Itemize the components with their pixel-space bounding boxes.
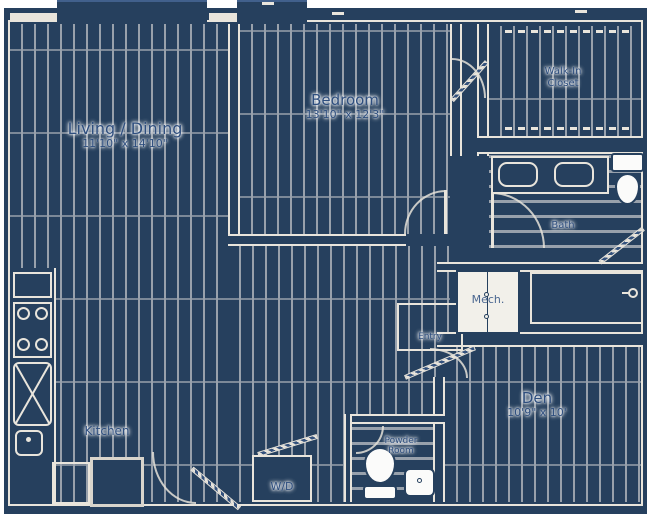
- vanity-sink-left: [498, 162, 538, 187]
- wall-wic-bath: [477, 136, 643, 154]
- wic-floor: [489, 26, 641, 136]
- entry-name: Entry: [418, 332, 442, 342]
- bedroom-floor: [240, 24, 450, 234]
- mech-room: [456, 270, 520, 334]
- shower-arm-icon: [622, 292, 629, 294]
- bath-label: Bath: [538, 220, 588, 232]
- window-bedroom: [209, 13, 237, 22]
- top-wall-block-left: [57, 0, 207, 22]
- powder-sink: [404, 468, 435, 497]
- cooktop: [13, 302, 52, 358]
- wall-bath-bottom: [437, 262, 643, 272]
- wall-living-bedroom: [228, 24, 240, 236]
- dishwasher: [13, 362, 52, 426]
- bath-toilet-tank: [611, 153, 644, 172]
- dishwasher-x-icon: [15, 364, 50, 424]
- powder-name-line1: Powder: [384, 436, 418, 446]
- wall-powder-top: [344, 414, 445, 424]
- wic-name-line2: Closet: [547, 77, 579, 89]
- wall-den-top: [437, 332, 643, 347]
- wall-den-left-lower: [433, 414, 445, 502]
- den-dims: 10'9" x 10': [507, 406, 567, 420]
- burner-3: [17, 338, 30, 351]
- burner-4: [35, 338, 48, 351]
- window-tick-2: [575, 10, 587, 13]
- laundry-closet: [252, 455, 312, 502]
- window-living: [10, 13, 57, 22]
- den-name: Den: [521, 389, 553, 407]
- wall-den-left-upper: [433, 377, 445, 414]
- kitchen-label: Kitchen: [62, 424, 152, 439]
- bedroom-name: Bedroom: [311, 91, 379, 109]
- bedroom-label: Bedroom 13'10" x 12'3": [265, 91, 425, 122]
- living-dims: 11'10" x 14'10": [82, 137, 168, 151]
- burner-2: [35, 307, 48, 320]
- top-wall-tick: [262, 2, 274, 5]
- bath-toilet-bowl: [615, 173, 640, 205]
- laundry-name: W/D: [270, 480, 294, 493]
- den-label: Den 10'9" x 10': [472, 389, 602, 420]
- mech-door-split: [487, 272, 488, 332]
- laundry-label: W/D: [252, 480, 312, 494]
- bath-name: Bath: [551, 220, 575, 231]
- tub-shower: [530, 272, 643, 324]
- powder-sink-drain: [417, 478, 422, 483]
- burner-1: [17, 307, 30, 320]
- powder-name-line2: Room: [388, 446, 414, 457]
- kitchen-sink: [15, 430, 43, 456]
- kitchen-cabinet-upper: [13, 272, 52, 298]
- wic-shelf-bottom: [505, 127, 630, 130]
- wic-label: Walk-In Closet: [523, 66, 603, 89]
- wic-name-line1: Walk-In: [544, 66, 582, 77]
- bedroom-dims: 13'10" x 12'3": [305, 108, 385, 122]
- shower-head-icon: [628, 288, 638, 298]
- den-floor: [445, 347, 641, 502]
- living-label: Living / Dining 11'10" x 14'10": [40, 119, 210, 151]
- powder-toilet-tank: [363, 485, 397, 500]
- wall-bedroom-hall: [228, 234, 406, 246]
- powder-toilet-bowl: [364, 447, 396, 484]
- vanity-sink-right: [554, 162, 594, 187]
- top-wall-block-center: [237, 0, 307, 22]
- kitchen-name: Kitchen: [84, 424, 130, 438]
- mech-knob-bottom: [484, 314, 489, 319]
- kitchen-cabinet-lower: [52, 462, 90, 504]
- window-tick-1: [332, 12, 344, 15]
- mech-label: Mech.: [458, 293, 518, 307]
- wall-powder-left: [344, 414, 352, 502]
- wall-hall-bath: [450, 156, 489, 262]
- kitchen-island: [90, 457, 144, 507]
- powder-label: Powder Room: [372, 436, 430, 457]
- wic-shelf-top: [505, 30, 630, 33]
- entry-closet: [397, 303, 463, 351]
- entry-label: Entry: [399, 332, 461, 342]
- kitchen-faucet: [26, 437, 31, 442]
- mech-name: Mech.: [471, 293, 505, 306]
- kitchen-counter: [10, 268, 56, 504]
- living-name: Living / Dining: [67, 119, 183, 138]
- mech-knob-top: [484, 292, 489, 297]
